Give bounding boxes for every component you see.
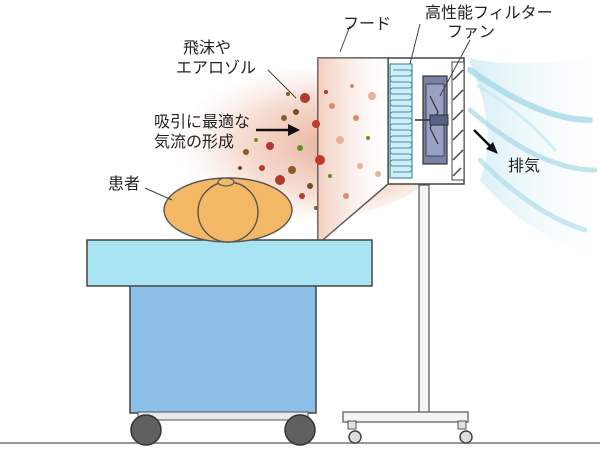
device-stand	[342, 184, 473, 444]
patient-label: 患者	[108, 174, 141, 193]
filter-leader	[409, 23, 421, 65]
exhaust-label: 排気	[508, 156, 541, 175]
aerosol-particle	[259, 165, 265, 171]
aerosol-particle	[324, 90, 328, 94]
aerosol-particle	[286, 92, 290, 96]
aerosol-particle	[314, 206, 318, 210]
aerosol-particle	[275, 175, 285, 185]
aerosol-particle	[254, 138, 258, 142]
treatment-bed	[86, 239, 373, 446]
droplets-leader	[267, 69, 297, 99]
aerosol-particle	[375, 171, 381, 177]
aerosol-particle	[299, 193, 305, 199]
aerosol-particle	[281, 115, 287, 121]
aerosol-particle	[343, 193, 349, 199]
bed-base	[129, 284, 317, 414]
hood-label: フード	[343, 14, 392, 33]
aerosol-particle	[336, 136, 344, 144]
airflow-label-line1: 吸引に最適な	[154, 112, 251, 131]
aerosol-particle	[328, 174, 332, 178]
aerosol-particle	[266, 142, 274, 150]
fan-label: ファン	[447, 22, 496, 41]
aerosol-particle	[238, 166, 242, 170]
bed-wheel-left	[130, 414, 162, 446]
hood	[317, 57, 389, 246]
hood-leader	[339, 25, 351, 53]
bed-wheel-right	[284, 414, 316, 446]
hepa-filter	[389, 63, 413, 179]
aerosol-particle	[297, 145, 303, 151]
aerosol-particle	[293, 109, 299, 115]
aerosol-particle	[329, 103, 335, 109]
aerosol-particle	[288, 166, 296, 174]
patient-leader	[144, 187, 173, 201]
aerosol-particles	[238, 84, 381, 210]
aerosol-particle	[307, 183, 313, 189]
exhaust-arrow	[473, 129, 498, 154]
bed-top	[86, 239, 373, 287]
aerosol-particle	[312, 120, 320, 128]
droplets-label-line2: エアロゾル	[176, 58, 257, 77]
airflow-label-line2: 気流の形成	[154, 132, 235, 151]
aerosol-particle	[366, 136, 370, 140]
aerosol-particle	[353, 115, 359, 121]
patient-head	[163, 177, 293, 243]
leader-lines	[144, 23, 471, 201]
exhaust-airflow	[467, 55, 600, 255]
airflow-arrow	[256, 124, 300, 136]
aerosol-particle	[243, 149, 249, 155]
aerosol-particle	[368, 92, 376, 100]
fan-leader	[439, 39, 471, 97]
stand-wheel-left	[348, 430, 362, 444]
stand-wheel-right	[459, 430, 473, 444]
aerosol-particle	[315, 155, 325, 165]
droplets-label-line1: 飛沫や	[183, 38, 232, 57]
filter-label: 高性能フィルター	[425, 3, 553, 22]
aerosol-particle	[357, 163, 363, 169]
aerosol-particle	[300, 93, 310, 103]
aerosol-particle	[350, 84, 354, 88]
